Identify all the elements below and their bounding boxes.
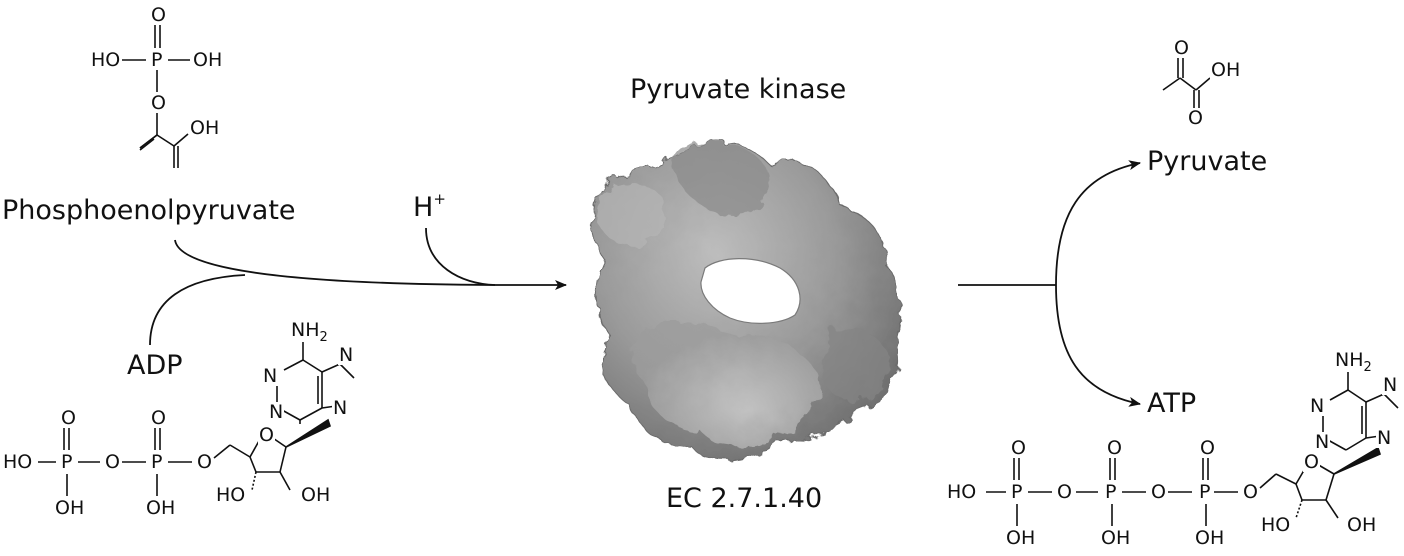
adp-n1: N (262, 365, 279, 387)
pyruvate-kinase-structure (592, 141, 901, 463)
pep-structure-bonds (122, 24, 190, 168)
adp-n7: N (338, 344, 355, 366)
atp-n3: N (1314, 431, 1331, 453)
atp-o-top2: O (1106, 437, 1123, 459)
proton-label: H+ (413, 190, 446, 223)
proton-input-curve (425, 227, 496, 286)
atp-nh2: NH2 (1334, 350, 1373, 378)
atp-oh-ribose: OH (1346, 514, 1378, 536)
atp-n1: N (1309, 395, 1326, 417)
adp-ho-ribose: HO (215, 484, 247, 506)
pep-ho-left: HO (90, 49, 122, 71)
pyruvate-structure-bonds (1162, 58, 1211, 108)
pep-input-curve (174, 239, 491, 286)
adp-o-top2: O (150, 407, 167, 429)
pyruvate-output-arrow (1055, 160, 1141, 286)
adp-n3: N (268, 401, 285, 423)
atp-o-bridge3: O (1242, 481, 1259, 503)
adp-structure-bonds (38, 342, 355, 496)
atp-p1: P (1010, 481, 1024, 503)
pyruvate-label: Pyruvate (1147, 146, 1268, 177)
adp-nh: NH (291, 319, 320, 341)
adp-oh1: OH (54, 497, 86, 519)
pep-oh-carboxyl: OH (189, 117, 221, 139)
atp-p3: P (1198, 481, 1212, 503)
adp-oh2: OH (145, 497, 177, 519)
adp-o-bridge1: O (104, 451, 121, 473)
atp-ring-o: O (1303, 451, 1320, 473)
adp-label: ADP (127, 350, 183, 381)
atp-structure-bonds (986, 372, 1399, 526)
enzyme-name-label: Pyruvate kinase (630, 74, 847, 105)
adp-o-top1: O (60, 407, 77, 429)
atp-nh2-sub: 2 (1363, 359, 1372, 375)
ec-number-label: EC 2.7.1.40 (666, 483, 823, 514)
adp-p2: P (150, 451, 164, 473)
atp-o-bridge2: O (1150, 481, 1167, 503)
atp-n9: N (1376, 427, 1393, 449)
adp-o-bridge2: O (196, 451, 213, 473)
atp-ho: HO (946, 481, 978, 503)
atp-label: ATP (1147, 388, 1197, 419)
adp-ho: HO (2, 451, 34, 473)
pep-o-bridge: O (150, 92, 167, 114)
pyruvate-oh: OH (1210, 59, 1242, 81)
adp-nh2-sub: 2 (319, 329, 328, 345)
proton-charge: + (433, 190, 446, 208)
atp-oh2: OH (1100, 527, 1132, 549)
adp-nh2: NH2 (290, 320, 329, 348)
pep-o-top: O (150, 4, 167, 26)
pep-label: Phosphoenolpyruvate (2, 195, 296, 226)
adp-input-curve (149, 274, 246, 346)
atp-o-top3: O (1199, 437, 1216, 459)
reaction-arrows (149, 160, 1141, 407)
pep-p: P (150, 49, 164, 71)
adp-ring-o: O (258, 424, 275, 446)
adp-p1: P (60, 451, 74, 473)
atp-o-top1: O (1010, 437, 1027, 459)
atp-n7: N (1382, 374, 1399, 396)
atp-oh1: OH (1005, 527, 1037, 549)
atp-oh3: OH (1194, 527, 1226, 549)
atp-ho-ribose: HO (1260, 514, 1292, 536)
proton-symbol: H (413, 192, 434, 223)
pyruvate-o-bottom: O (1187, 107, 1204, 129)
pyruvate-o-top: O (1173, 37, 1190, 59)
atp-output-arrow (1055, 284, 1141, 407)
atp-nh: NH (1335, 349, 1364, 371)
atp-o-bridge1: O (1056, 481, 1073, 503)
adp-oh-ribose: OH (300, 484, 332, 506)
atp-p2: P (1104, 481, 1118, 503)
adp-n9: N (332, 397, 349, 419)
pep-oh-right: OH (192, 49, 224, 71)
